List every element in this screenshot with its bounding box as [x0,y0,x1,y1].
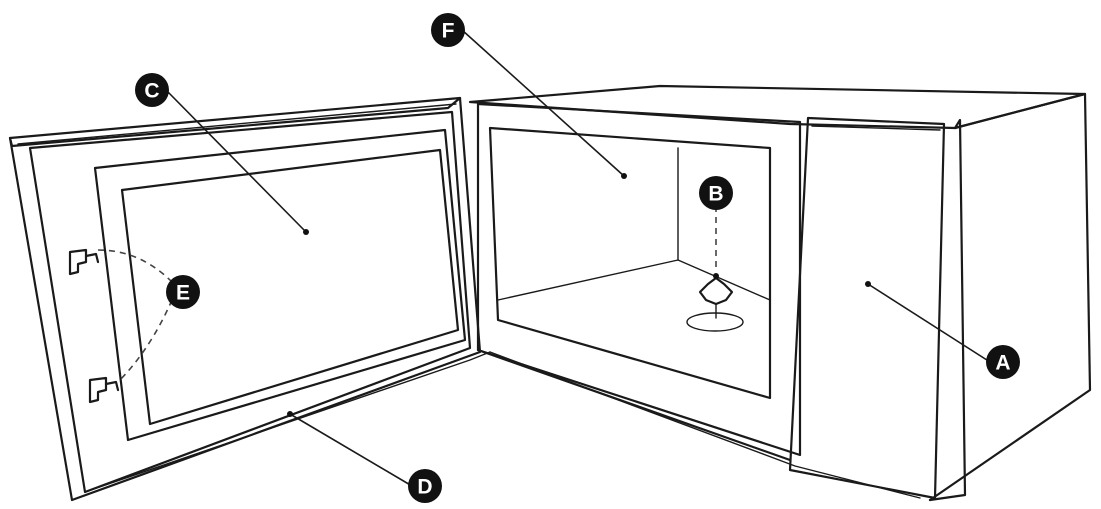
label-f-text: F [442,20,455,43]
cabinet [468,84,1092,502]
label-d-text: D [417,476,432,499]
label-b-text: B [708,183,723,206]
label-a: A [986,345,1020,379]
label-f: F [431,13,465,47]
turntable-coupler [686,273,744,332]
door [8,96,491,502]
label-e-text: E [176,282,190,305]
control-panel [788,116,946,500]
label-b: B [699,176,733,210]
label-e: E [166,275,200,309]
label-c: C [135,73,169,107]
label-a-text: A [995,352,1010,375]
cavity [488,126,772,400]
label-d: D [408,469,442,503]
leader-lines [97,29,991,487]
label-c-text: C [144,80,159,103]
